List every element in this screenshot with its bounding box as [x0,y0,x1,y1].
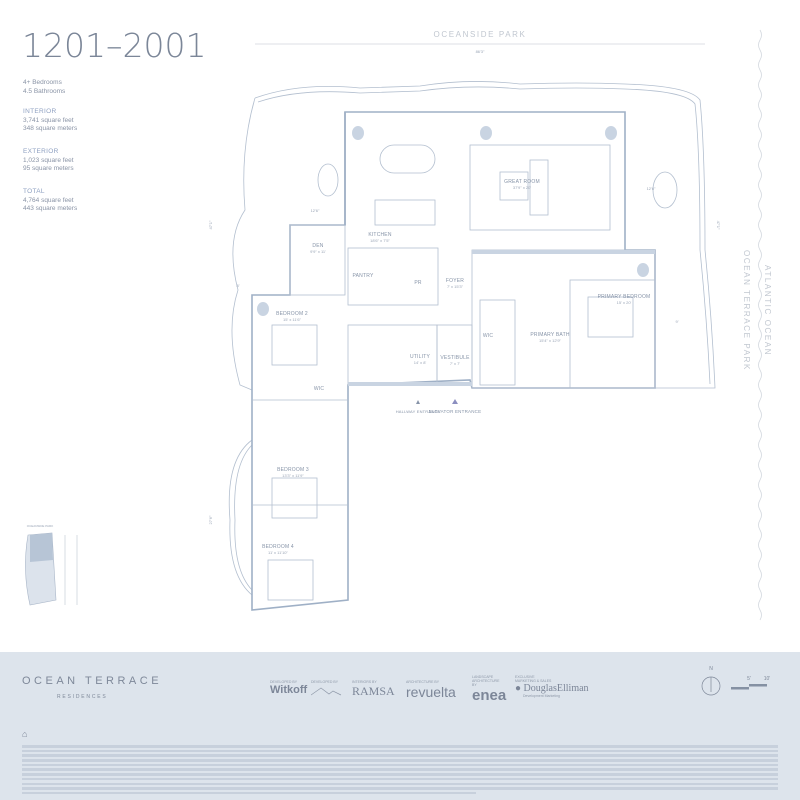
dim-top: 86'3" [476,49,485,54]
north-label: N [709,666,713,672]
bathrooms-count: 4.5 Bathrooms [23,87,66,95]
dim-left-lower: 27'6" [208,515,213,524]
interior-sqft: 3,741 square feet [23,116,74,124]
brand-subtitle: RESIDENCES [57,694,108,700]
room-label: GREAT ROOM [504,179,540,185]
ocean-terrace-park-label: OCEAN TERRACE PARK [742,250,751,371]
room-label: BEDROOM 3 [277,467,309,473]
dim-terrace-right: 12'6" [647,186,656,191]
room-label: BEDROOM 4 [262,544,294,550]
elevator-entrance-label: ELEVATOR ENTRANCE [429,409,482,414]
dim-right: 47'1" [716,221,721,230]
total-sqm: 443 square meters [23,205,78,212]
mountain-logo-icon [310,687,342,696]
exterior-area: EXTERIOR 1,023 square feet 95 square met… [23,148,74,174]
exterior-sqm: 95 square meters [23,165,74,172]
credit-caption: INTERIORS BY [352,680,377,684]
dim-terrace-9: 9' [676,319,679,324]
shoreline-wave [758,29,762,621]
room-size: 15'4" x 12'9" [539,338,562,343]
credit-developer-2: DEVELOPED BY [310,680,357,702]
legal-disclaimer [22,745,778,797]
credit-caption: DEVELOPED BY [311,680,339,684]
bedrooms-count: 4+ Bedrooms [23,79,62,86]
equal-housing-icon: ⌂ [22,729,28,739]
dim-terrace-8: 8' [237,283,240,288]
interior-area: INTERIOR 3,741 square feet 348 square me… [23,108,77,134]
exterior-sqft: 1,023 square feet [23,156,74,164]
room-label: VESTIBULE [440,355,470,361]
room-label: UTILITY [410,354,430,360]
credit-name: Witkoff [270,684,308,696]
room-size: 15' x 11'6" [283,317,302,322]
room-label: KITCHEN [368,232,392,238]
atlantic-ocean-label: ATLANTIC OCEAN [763,265,772,356]
room-label: PRIMARY BEDROOM [598,294,651,300]
credit-name: RAMSA [352,684,395,698]
room-size: 15' x 20' [617,300,632,305]
dim-left-upper: 47'1" [208,220,213,229]
credit-architecture: ARCHITECTURE BY revuelta [406,680,456,700]
room-label: PANTRY [352,273,373,279]
unit-title: 1201–2001 [22,26,207,65]
room-label: DEN [312,243,323,249]
room-label: WIC [314,386,325,392]
exterior-label: EXTERIOR [23,148,59,155]
credit-sub: Development Marketing [523,694,560,698]
credit-interiors: INTERIORS BY RAMSA [352,680,398,699]
terrace-outline [231,81,716,391]
total-area: TOTAL 4,764 square feet 443 square meter… [23,188,77,214]
credit-caption: LANDSCAPE ARCHITECTURE BY [472,675,500,687]
room-size: 13'3" x 11'9" [282,473,304,478]
room-label: BEDROOM 2 [276,311,308,317]
total-label: TOTAL [23,188,45,195]
room-label: PR [414,280,422,286]
credit-caption: ARCHITECTURE BY [406,680,440,684]
hallway-entrance-arrow-icon [416,400,420,404]
room-size: 18'6" x 7'5" [370,238,390,243]
scale-label-10: 10' [764,676,771,682]
room-label: WIC [483,333,494,339]
key-plan: OCEANSIDE PARK [25,524,78,606]
dim-terrace-left: 12'6" [311,208,320,213]
scale-bar-2 [749,684,767,687]
oceanside-park-label: OCEANSIDE PARK [434,30,527,39]
credit-name: ● DouglasElliman [515,683,589,694]
room-size: 37'9" x 20' [513,185,532,190]
credit-marketing: EXCLUSIVE MARKETING & SALES ● DouglasEll… [515,675,589,698]
unit-rooms: 4+ Bedrooms 4.5 Bathrooms [23,79,65,96]
elevator-entrance-arrow-icon [452,399,458,404]
credit-developer-1: DEVELOPED BY Witkoff [270,680,316,696]
room-label: PRIMARY BATH [530,332,570,338]
interior-label: INTERIOR [23,108,57,115]
room-size: 14' x 8' [414,360,427,365]
credit-landscape: LANDSCAPE ARCHITECTURE BY enea [472,675,506,704]
room-label: FOYER [446,278,464,284]
hallway-entrance-label: HALLWAY ENTRANCE [396,409,441,414]
key-plan-label: OCEANSIDE PARK [27,524,53,528]
scale-label-5: 5' [747,676,751,682]
north-arrow-and-scale: N 5' 10' [701,666,771,696]
credit-caption: DEVELOPED BY [270,680,298,684]
room-size: 9'9" x 11' [310,249,326,254]
douglas-elliman-name: DouglasElliman [523,683,589,694]
credit-name: revuelta [406,684,456,700]
brand-logo: OCEAN TERRACE [22,675,163,687]
credit-caption: EXCLUSIVE MARKETING & SALES [515,675,552,683]
interior-sqm: 348 square meters [23,125,78,132]
room-size: 11' x 11'10" [268,550,289,555]
credit-name: enea [472,687,507,704]
scale-bar-1 [731,687,749,690]
room-size: 7' x 15'3" [447,284,464,289]
room-size: 7' x 7' [450,361,460,366]
total-sqft: 4,764 square feet [23,196,74,204]
